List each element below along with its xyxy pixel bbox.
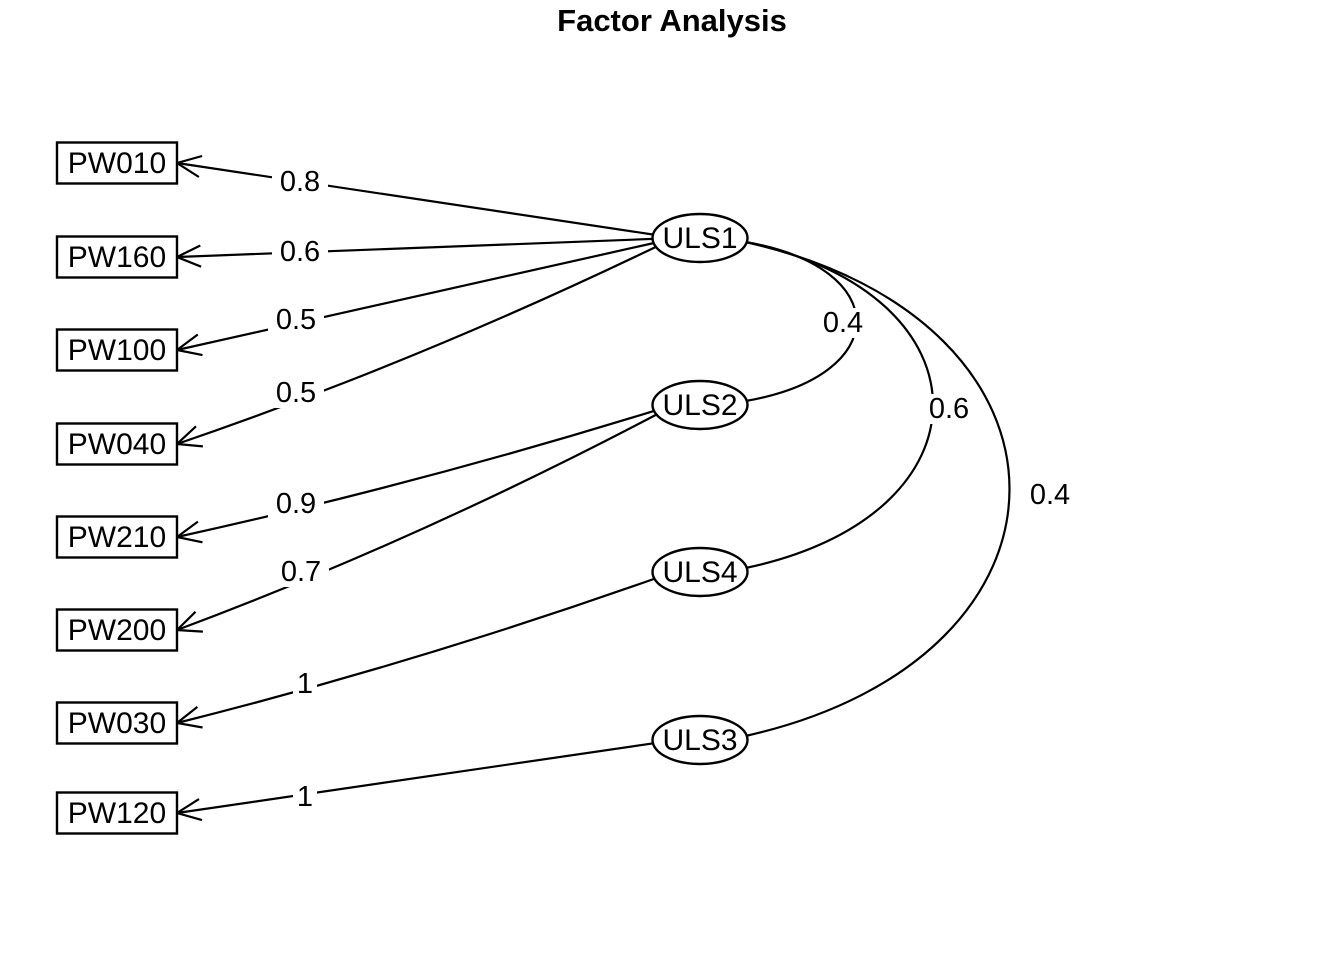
latent-factor-node: ULS2 <box>651 379 749 431</box>
observed-variable-label: PW120 <box>68 797 166 830</box>
observed-variable-box <box>55 141 179 185</box>
loading-value-label-backdrop <box>272 237 328 267</box>
correlation-value-label-backdrop <box>815 308 871 338</box>
loading-value-label-backdrop <box>272 167 328 197</box>
correlation-value-label-backdrop <box>921 394 977 424</box>
loading-edge <box>176 577 656 725</box>
latent-factor-ellipse <box>651 546 749 598</box>
loading-value-label: 0.8 <box>280 166 320 198</box>
correlation-value-label-backdrop <box>1022 480 1078 510</box>
loading-edge <box>176 742 654 815</box>
observed-variable-box <box>55 791 179 835</box>
correlation-value-label-group: 0.4 <box>1022 479 1078 511</box>
observed-variable-box <box>55 515 179 559</box>
loading-value-label-group: 0.5 <box>268 377 324 409</box>
observed-variable-node: PW030 <box>55 701 179 745</box>
observed-variable-node: PW200 <box>55 608 179 652</box>
observed-variable-label: PW030 <box>68 707 166 740</box>
loading-edges-group <box>174 154 658 822</box>
loading-value-label-backdrop <box>268 489 324 519</box>
correlation-value-label-group: 0.4 <box>815 307 871 339</box>
page-title: Factor Analysis <box>557 3 787 38</box>
observed-variable-node: PW040 <box>55 422 179 466</box>
correlation-value-label-group: 0.6 <box>921 393 977 425</box>
correlation-edges-group <box>745 240 1011 738</box>
loading-value-label-backdrop <box>293 669 317 699</box>
correlation-value-label: 0.4 <box>1030 479 1070 511</box>
loading-value-label: 0.9 <box>276 488 316 520</box>
observed-variable-node: PW160 <box>55 235 179 279</box>
loading-value-label: 1 <box>297 781 313 813</box>
loading-value-label-group: 0.9 <box>268 488 324 520</box>
observed-variable-label: PW040 <box>68 428 166 461</box>
loading-value-label: 0.5 <box>276 377 316 409</box>
loading-value-label-backdrop <box>268 378 324 408</box>
latent-factor-node: ULS3 <box>651 714 749 766</box>
loading-value-label: 0.7 <box>281 556 321 588</box>
loading-value-label-group: 0.8 <box>272 166 328 198</box>
observed-variable-node: PW120 <box>55 791 179 835</box>
loading-value-label-group: 0.6 <box>272 236 328 268</box>
correlation-edge <box>745 240 1011 738</box>
observed-variable-box <box>55 422 179 466</box>
latent-factor-label: ULS2 <box>662 389 737 422</box>
loading-edge <box>176 413 658 632</box>
latent-factor-node: ULS1 <box>651 212 749 264</box>
loading-value-label: 1 <box>297 668 313 700</box>
latent-factor-ellipse <box>651 714 749 766</box>
observed-variable-box <box>55 235 179 279</box>
correlation-value-label: 0.4 <box>823 307 863 339</box>
loading-edge <box>176 241 655 352</box>
observed-variable-node: PW100 <box>55 328 179 372</box>
observed-variable-label: PW100 <box>68 334 166 367</box>
latent-factor-ellipse <box>651 212 749 264</box>
loading-value-label-group: 1 <box>293 781 317 813</box>
loading-value-label-group: 1 <box>293 668 317 700</box>
edge-labels-group: 0.8 0.6 0.5 0.5 0.9 0.7 1 1 0.4 0.6 0.4 <box>268 166 1078 813</box>
observed-variable-label: PW210 <box>68 521 166 554</box>
observed-variable-node: PW210 <box>55 515 179 559</box>
latent-factor-label: ULS4 <box>662 556 737 589</box>
observed-variable-box <box>55 701 179 745</box>
latent-factor-label: ULS1 <box>662 222 737 255</box>
correlation-edge <box>745 240 935 570</box>
loading-edge <box>176 161 654 236</box>
latent-factor-ellipse <box>651 379 749 431</box>
loading-value-label: 0.5 <box>276 304 316 336</box>
loading-value-label-backdrop <box>293 782 317 812</box>
observed-variable-node: PW010 <box>55 141 179 185</box>
observed-variable-box <box>55 328 179 372</box>
loading-value-label: 0.6 <box>280 236 320 268</box>
loading-value-label-backdrop <box>268 305 324 335</box>
correlation-value-label: 0.6 <box>929 393 969 425</box>
latent-factor-node: ULS4 <box>651 546 749 598</box>
loading-value-label-group: 0.7 <box>273 556 329 588</box>
loading-value-label-backdrop <box>273 557 329 587</box>
loading-edge <box>176 245 657 446</box>
loading-value-label-group: 0.5 <box>268 304 324 336</box>
observed-variable-label: PW160 <box>68 241 166 274</box>
observed-variable-label: PW010 <box>68 147 166 180</box>
loading-edge <box>176 237 654 259</box>
loading-edge <box>176 409 655 539</box>
observed-variable-label: PW200 <box>68 614 166 647</box>
observed-variable-box <box>55 608 179 652</box>
latent-factor-label: ULS3 <box>662 724 737 757</box>
